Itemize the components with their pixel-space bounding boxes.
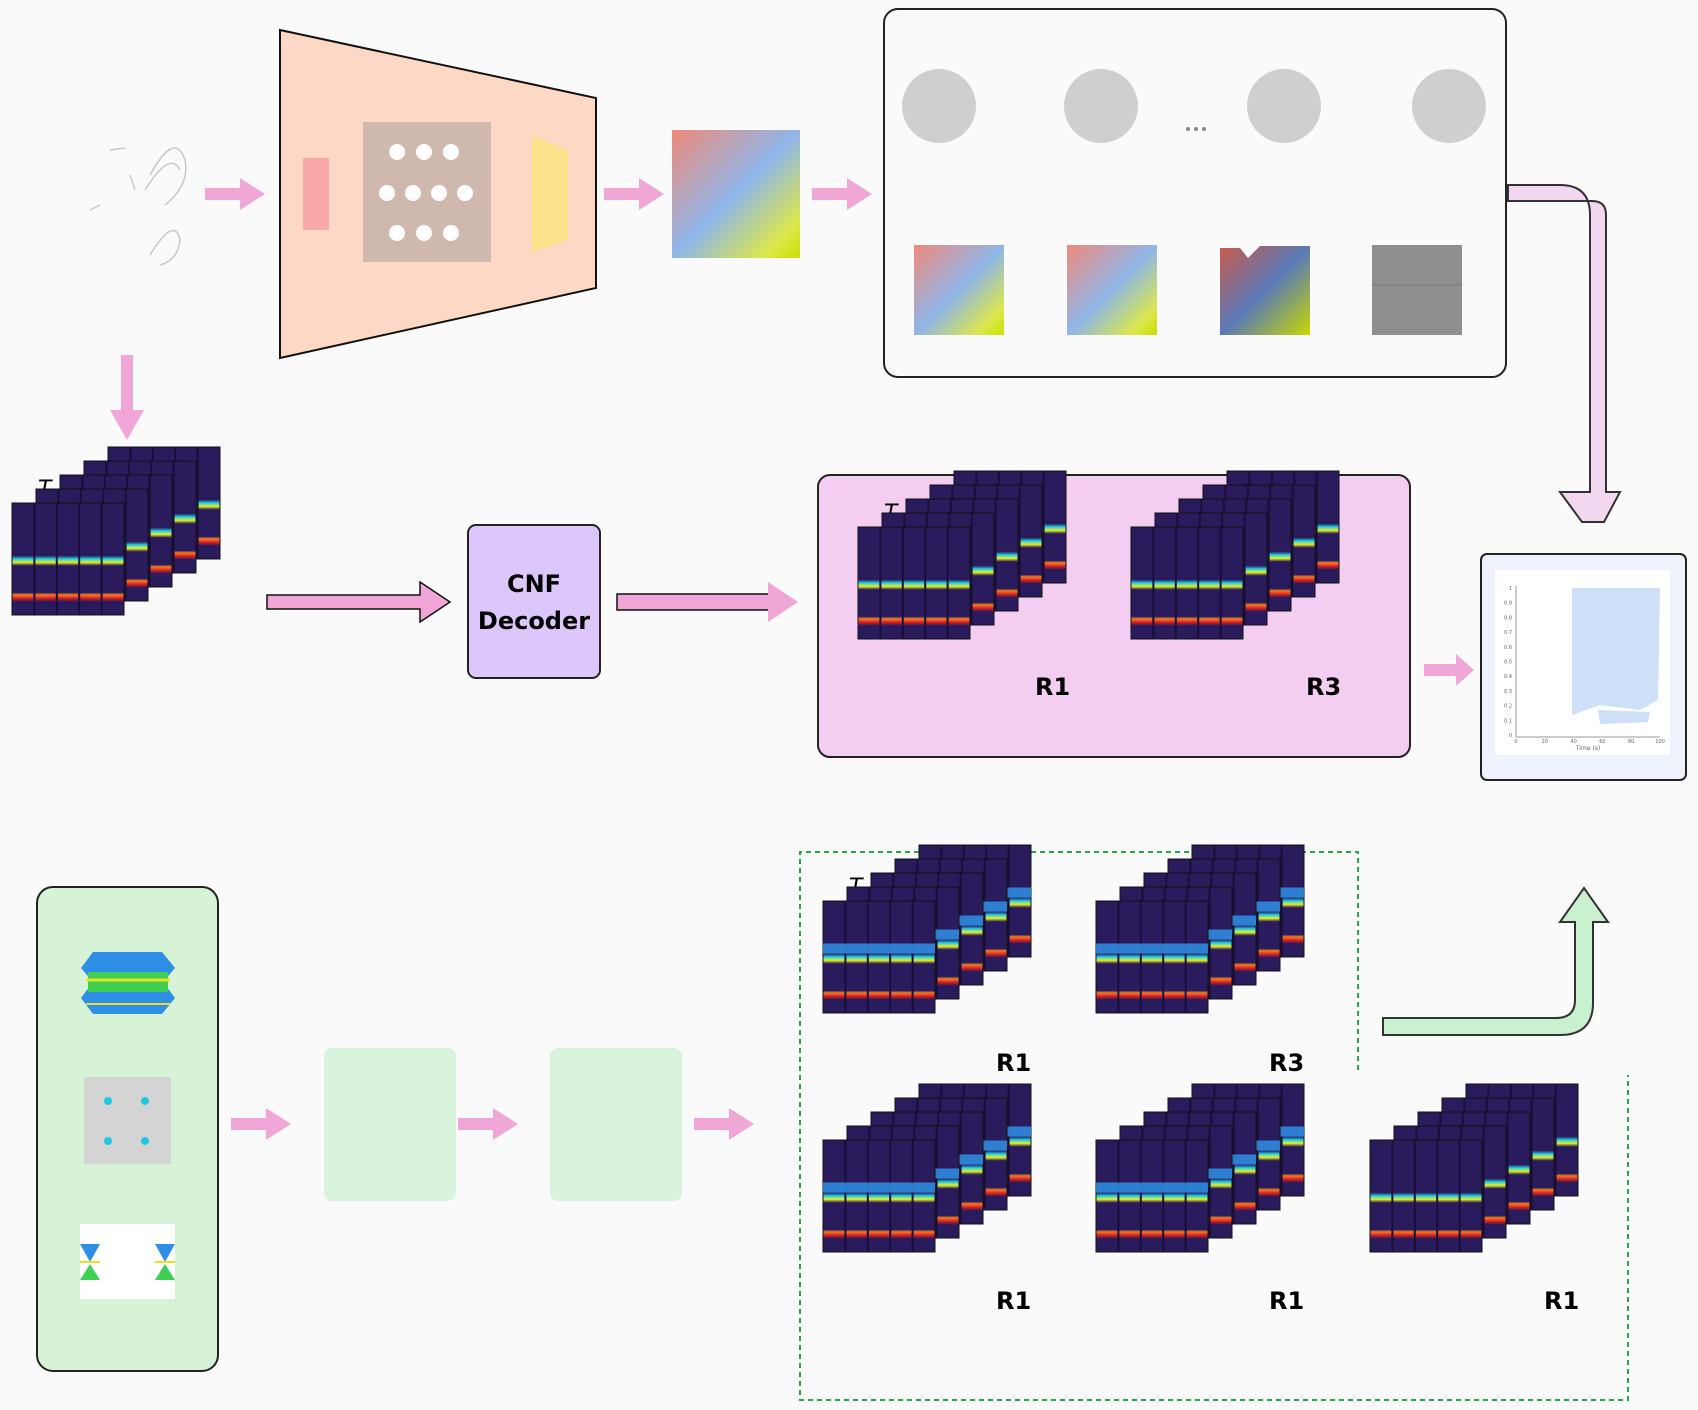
spectrogram-frame: [857, 526, 971, 640]
region-label-bot-tl: R1: [996, 1049, 1031, 1077]
defects-panel: [36, 886, 219, 1372]
arrow-specimen-to-encoder: [205, 178, 265, 210]
arrow-input-to-decoder: [266, 580, 452, 624]
mini-plot-ytick: 0.7: [1504, 630, 1512, 636]
mini-plot-ytick: 0.8: [1504, 615, 1512, 621]
region-label-bot-br: R1: [1544, 1287, 1579, 1315]
arrow-defects-to-block1: [231, 1108, 291, 1140]
mini-plot-xtick: 80: [1628, 739, 1634, 745]
latent-samples-panel: [883, 8, 1507, 378]
spectrogram-frame: [1095, 900, 1209, 1014]
mini-plot-xtick: 20: [1542, 739, 1548, 745]
mini-plot-ytick: 0.4: [1504, 674, 1512, 680]
mini-plot-ytick: 0.9: [1504, 601, 1512, 607]
decoder-label-line1: CNF: [507, 570, 561, 598]
region-label-bot-tr: R3: [1269, 1049, 1304, 1077]
arrow-generated-to-plot: [1424, 654, 1474, 686]
arrow-block1-to-block2: [458, 1108, 518, 1140]
latent-square: [672, 130, 800, 258]
spectrogram-frame: [1369, 1139, 1483, 1253]
input-spectrogram-stack: T: [11, 446, 221, 616]
spectrogram-frame: [822, 1139, 936, 1253]
mini-plot-ytick: 0.5: [1504, 660, 1512, 666]
arrow-decoder-to-generated: [616, 582, 798, 622]
defect-stack-top-left: T: [822, 844, 1032, 1014]
spectrogram-frame: [1130, 526, 1244, 640]
mini-plot-ytick: 0.1: [1504, 718, 1512, 724]
mini-plot-ytick: 1: [1509, 586, 1512, 592]
encoder-trapezoid: [279, 28, 597, 360]
defect-outputs-container: [799, 851, 1629, 1401]
cnf-decoder: CNF Decoder: [467, 524, 601, 679]
generated-stack-r3: [1130, 470, 1340, 640]
mini-plot-ytick: 0.2: [1504, 704, 1512, 710]
region-label-gen-r1: R1: [1035, 673, 1070, 701]
defect-stack-bottom-right: [1369, 1083, 1579, 1253]
mini-plot-xtick: 60: [1599, 739, 1605, 745]
spectrogram-frame: [11, 502, 125, 616]
spectrogram-frame: [1095, 1139, 1209, 1253]
arrow-specimen-to-spectrogram: [110, 355, 144, 440]
mini-plot-ytick: 0.3: [1504, 689, 1512, 695]
mini-plot-xtick: 0: [1514, 739, 1517, 745]
spectrogram-frame: [822, 900, 936, 1014]
mini-plot-xtick: 100: [1655, 739, 1665, 745]
faded-block-2: [550, 1048, 682, 1201]
mini-plot-ytick: 0: [1509, 733, 1512, 739]
region-label-bot-bm: R1: [1269, 1287, 1304, 1315]
mini-plot-xlabel: Time (s): [1575, 745, 1600, 752]
mini-plot-xtick: 40: [1570, 739, 1576, 745]
arrow-panel-to-plot: [1507, 184, 1622, 523]
arrow-defects-to-plot: [1382, 886, 1610, 1036]
arrow-encoder-to-latent: [604, 178, 664, 210]
mini-plot-ytick: 0.6: [1504, 645, 1512, 651]
region-label-bot-bl: R1: [996, 1287, 1031, 1315]
decoder-label-line2: Decoder: [478, 607, 590, 635]
defect-stack-top-right: [1095, 844, 1305, 1014]
region-label-gen-r3: R3: [1306, 673, 1341, 701]
defect-stack-bottom-left: [822, 1083, 1032, 1253]
generated-stack-r1: T: [857, 470, 1067, 640]
arrow-block2-to-outputs: [694, 1108, 754, 1140]
result-plot-card: 1 0.9 0.8 0.7 0.6 0.5 0.4 0.3 0.2 0.1 0 0 20 40 60 80 1…: [1480, 553, 1687, 781]
arrow-latent-to-panel: [812, 178, 872, 210]
defect-stack-bottom-mid: [1095, 1083, 1305, 1253]
faded-block-1: [324, 1048, 456, 1201]
specimen-sketch: [89, 147, 187, 266]
